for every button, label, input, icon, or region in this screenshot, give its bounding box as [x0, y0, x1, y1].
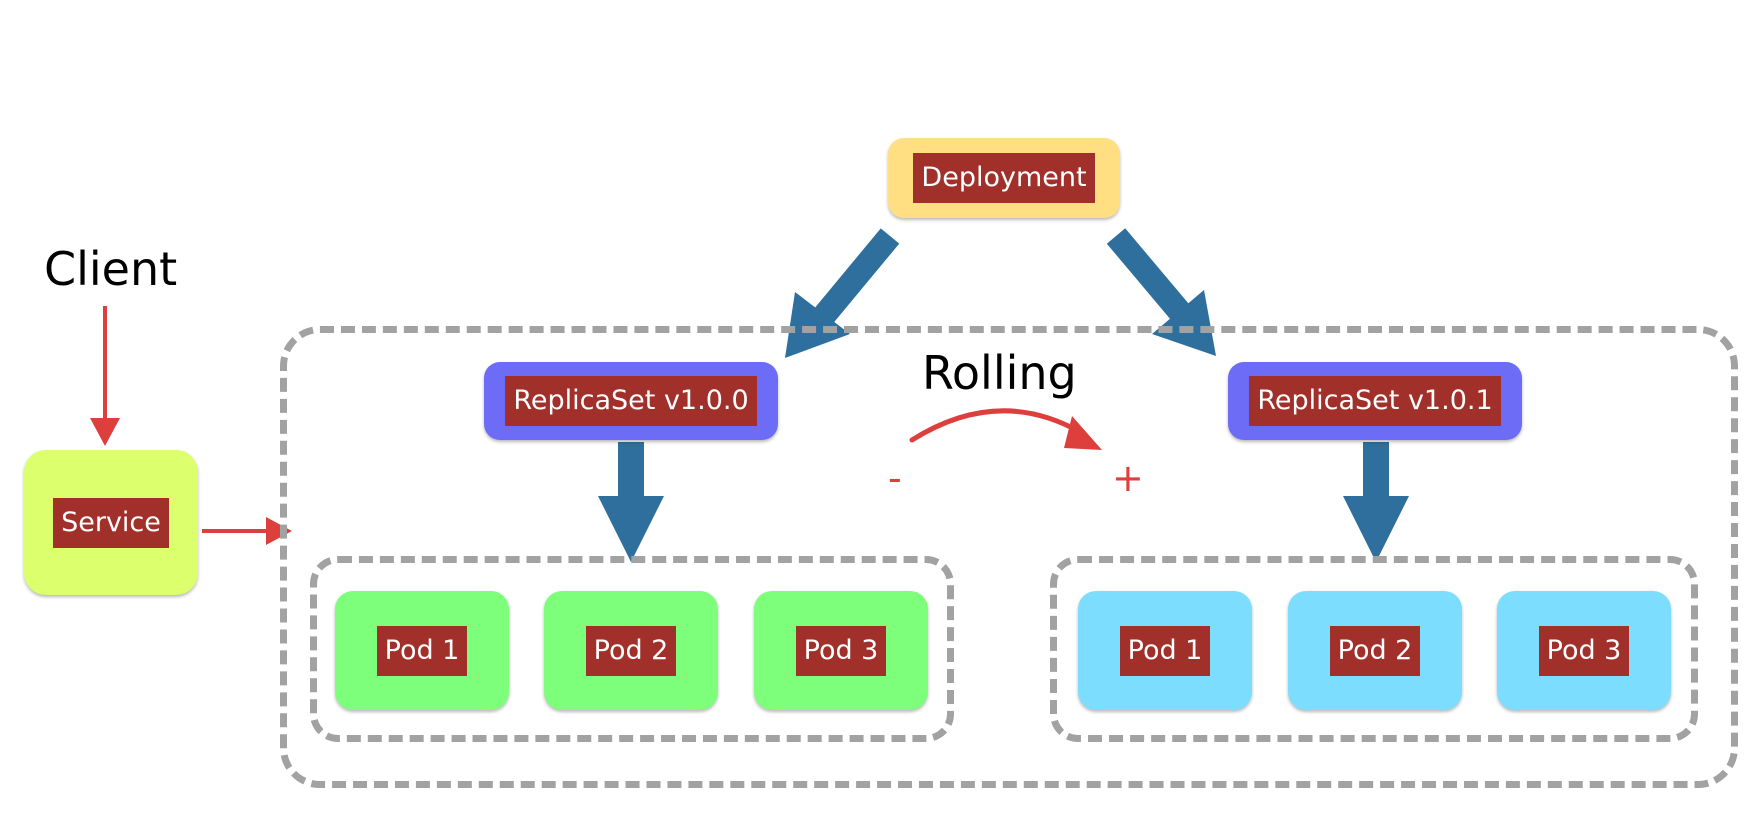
deployment-label: Deployment — [913, 153, 1095, 203]
rolling-label: Rolling — [922, 346, 1077, 400]
deployment-to-replicaset-old-arrow — [785, 228, 900, 358]
old-pod-3: Pod 3 — [754, 591, 928, 710]
rolling-plus-sign: + — [1112, 456, 1144, 500]
replicaset-old-label: ReplicaSet v1.0.0 — [505, 376, 757, 426]
replicaset-old-to-pods-arrow — [598, 442, 664, 562]
cluster-frame — [280, 326, 1738, 788]
rolling-minus-sign: - — [888, 456, 902, 500]
service-label: Service — [53, 497, 169, 548]
old-pod-2: Pod 2 — [544, 591, 718, 710]
new-pod-2: Pod 2 — [1288, 591, 1462, 710]
old-pods-frame — [310, 556, 954, 742]
deployment-to-replicaset-new-arrow — [1106, 228, 1216, 356]
new-pod-3-label: Pod 3 — [1538, 625, 1630, 676]
service-node: Service — [24, 450, 198, 595]
new-pods-frame — [1050, 556, 1698, 742]
old-pod-1-label: Pod 1 — [376, 625, 468, 676]
replicaset-old-node: ReplicaSet v1.0.0 — [484, 362, 778, 440]
rolling-curve-arrow — [909, 408, 1102, 450]
replicaset-new-to-pods-arrow — [1343, 442, 1409, 562]
deployment-node: Deployment — [888, 138, 1120, 218]
old-pod-1: Pod 1 — [335, 591, 509, 710]
client-to-service-arrow — [90, 306, 120, 446]
old-pod-3-label: Pod 3 — [795, 625, 887, 676]
replicaset-new-label: ReplicaSet v1.0.1 — [1249, 376, 1501, 426]
client-label: Client — [44, 242, 178, 296]
new-pod-3: Pod 3 — [1497, 591, 1671, 710]
new-pod-2-label: Pod 2 — [1329, 625, 1421, 676]
new-pod-1: Pod 1 — [1078, 591, 1252, 710]
service-to-cluster-arrow — [202, 517, 292, 545]
old-pod-2-label: Pod 2 — [585, 625, 677, 676]
replicaset-new-node: ReplicaSet v1.0.1 — [1228, 362, 1522, 440]
new-pod-1-label: Pod 1 — [1119, 625, 1211, 676]
